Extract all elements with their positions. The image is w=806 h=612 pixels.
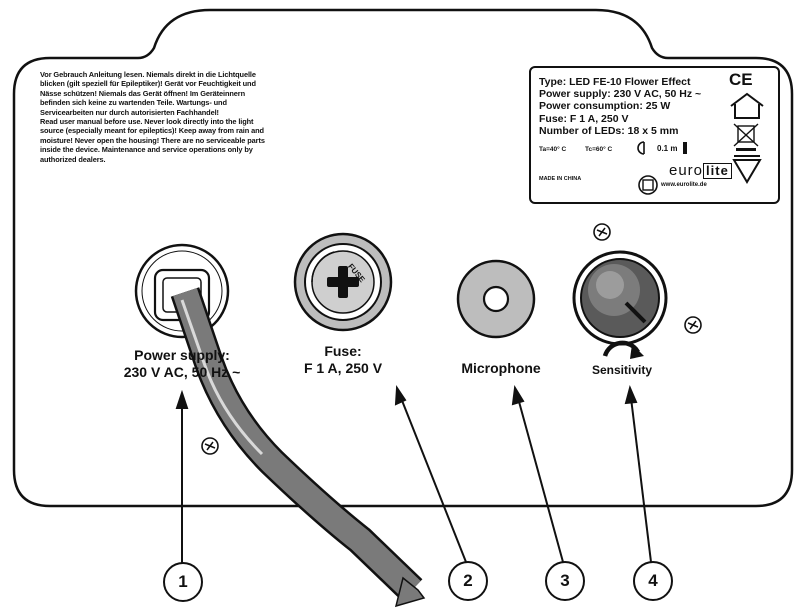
- leader-lines: [175, 384, 652, 564]
- min-distance: 0.1 m: [657, 144, 678, 153]
- protection-class-icon: [638, 175, 658, 195]
- power-socket: [134, 243, 230, 339]
- brand-suffix: lite: [703, 163, 732, 179]
- ce-mark: CE: [729, 70, 753, 89]
- warning-line: Read user manual before use. Never look …: [40, 117, 254, 127]
- callout-4: 4: [633, 561, 673, 601]
- fuse-label-line: F 1 A, 250 V: [303, 360, 383, 376]
- nameplate-type: Type: LED FE-10 Flower Effect: [539, 76, 691, 88]
- weee-bin-icon: [733, 123, 759, 151]
- lamp-distance-icon: [637, 141, 687, 155]
- warning-line: Vor Gebrauch Anleitung lesen. Niemals di…: [40, 70, 256, 79]
- fuse-label: Fuse: F 1 A, 250 V: [283, 343, 403, 377]
- sensitivity-label: Sensitivity: [591, 363, 653, 377]
- warning-line: befinden sich keine zu wartenden Teile. …: [40, 98, 227, 108]
- nameplate-power-supply: Power supply: 230 V AC, 50 Hz ~: [539, 88, 702, 100]
- microphone-port: [456, 259, 536, 339]
- indoor-use-icon: [730, 92, 764, 119]
- nameplate-symbols: [637, 92, 764, 195]
- rotation-arrow-icon: [602, 340, 644, 359]
- case-temp: Tc=60° C: [585, 146, 613, 153]
- callout-2: 2: [448, 561, 488, 601]
- power-label-line: 230 V AC, 50 Hz ~: [123, 364, 241, 380]
- fuse-label-line: Fuse:: [324, 343, 362, 359]
- screw-icon: [593, 223, 611, 241]
- warning-line: Servicearbeiten nur durch autorisierten …: [40, 107, 219, 117]
- warning-line: blicken (gilt speziell für Epileptiker)!…: [40, 79, 256, 89]
- power-cable: [170, 287, 426, 608]
- ambient-temp: Ta=40° C: [539, 146, 567, 153]
- website: www.eurolite.de: [661, 182, 707, 188]
- warning-line: source (especially meant for epileptics)…: [40, 126, 264, 136]
- callout-1: 1: [163, 562, 203, 602]
- warning-text: Vor Gebrauch Anleitung lesen. Niemals di…: [40, 70, 370, 164]
- warning-line: Nässe schützen! Niemals das Gerät öffnen…: [40, 88, 245, 98]
- nameplate-fuse: Fuse: F 1 A, 250 V: [539, 113, 629, 125]
- flame-protection-icon: [732, 155, 762, 184]
- fuse-holder: [293, 232, 393, 332]
- callout-3: 3: [545, 561, 585, 601]
- nameplate-leds: Number of LEDs: 18 x 5 mm: [539, 125, 679, 137]
- made-in: MADE IN CHINA: [539, 176, 582, 182]
- nameplate-power-consumption: Power consumption: 25 W: [539, 100, 671, 112]
- screw-icon: [684, 316, 702, 334]
- warning-line: moisture! Never open the housing! There …: [40, 135, 265, 145]
- sensitivity-knob: [572, 250, 668, 346]
- power-label-line: Power supply:: [134, 347, 230, 363]
- microphone-label: Microphone: [461, 360, 541, 376]
- screw-icon: [201, 437, 219, 455]
- brand-prefix: euro: [669, 162, 704, 179]
- power-label: Power supply: 230 V AC, 50 Hz ~: [107, 347, 257, 381]
- warning-line: authorized dealers.: [40, 154, 106, 164]
- warning-line: inside the device. Maintenance and servi…: [40, 145, 253, 155]
- nameplate: Type: LED FE-10 Flower Effect Power supp…: [529, 66, 780, 204]
